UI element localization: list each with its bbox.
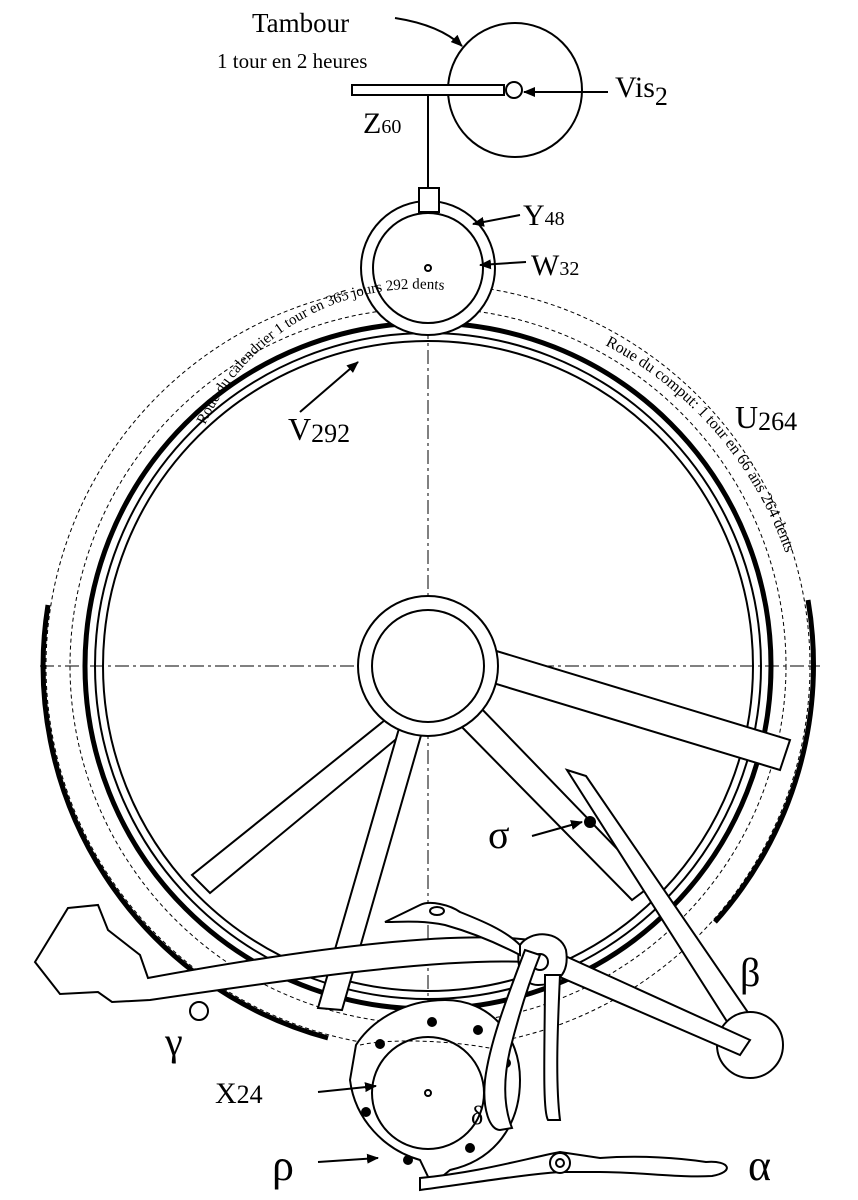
label-z60: Z60	[363, 107, 401, 140]
label-alpha: α	[748, 1141, 771, 1190]
worm-screw-axle	[505, 81, 523, 99]
lever-alpha-pin	[555, 1158, 565, 1168]
arrow-w32	[479, 259, 527, 270]
pin-sigma	[584, 816, 596, 828]
arrow-tambour	[394, 17, 463, 47]
comput-wheel-arc-left	[40, 604, 329, 1041]
arrow-x24	[317, 1082, 377, 1093]
arrow-y48	[472, 214, 521, 227]
label-beta: β	[740, 950, 760, 995]
pin-gamma	[189, 1001, 209, 1021]
z60-block	[418, 187, 440, 213]
label-w32: W32	[531, 249, 579, 282]
label-rho: ρ	[272, 1141, 294, 1190]
comput-wheel-arc-right	[713, 599, 816, 924]
label-x24: X24	[215, 1077, 263, 1110]
serpent-eye	[429, 906, 445, 916]
label-vis: Vis2	[615, 71, 668, 111]
wheel-hub-inner	[371, 609, 485, 723]
label-u264: U264	[735, 399, 797, 436]
label-y48: Y48	[523, 199, 565, 232]
label-v292: V292	[288, 411, 350, 448]
wheel-w32-axle	[424, 264, 432, 272]
serpent-head	[384, 902, 521, 957]
spoke-lower-right	[453, 703, 654, 902]
lever-delta	[483, 948, 542, 1132]
arrow-sigma	[531, 820, 583, 837]
leader-arrows	[299, 17, 608, 1164]
lever-delta-tail	[543, 974, 562, 1121]
label-gamma: γ	[164, 1019, 183, 1064]
arrow-rho	[317, 1153, 379, 1164]
arrow-v292	[299, 361, 359, 413]
label-tambour-rate: 1 tour en 2 heures	[217, 49, 367, 73]
wheel-x24-axle	[424, 1089, 432, 1097]
lever-alpha	[419, 1150, 728, 1192]
comput-wheel-inscription: Roue du comput: 1 tour en 66 ans 264 den…	[603, 334, 798, 555]
shaft-z60	[351, 84, 505, 96]
label-sigma: σ	[488, 812, 510, 857]
calendar-wheel-web	[102, 340, 754, 992]
label-delta: δ	[471, 1101, 483, 1130]
label-tambour: Tambour	[252, 8, 349, 38]
arm-gamma	[33, 903, 752, 1057]
